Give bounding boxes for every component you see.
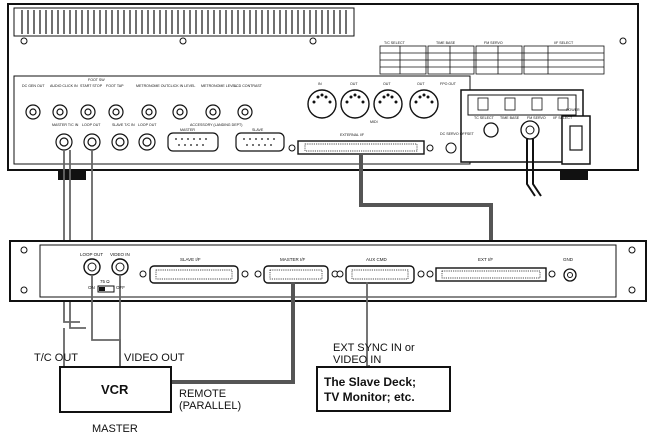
rack-on-label: ON [88,285,95,290]
start-stop-label: START STOP [80,84,103,88]
lcd-contrast-label: LCD CONTRAST [234,84,262,88]
external-if-label: EXTERNAL I/F [340,133,365,137]
external-if-cable [359,154,493,270]
remote-label-line1: REMOTE [179,388,227,400]
slave-deck-label-line2: TV Monitor; etc. [324,390,415,404]
midi-out2-label: OUT [383,82,391,86]
accessory-master-label: MASTER [180,128,195,132]
rack-master-if-label: MASTER I/F [280,257,306,262]
top-tc-select-label: T/C SELECT [384,41,405,45]
top-fm-servo-label: FM SERVO [484,41,503,45]
midi-out3-label: OUT [417,82,425,86]
tc-out-label: T/C OUT [34,352,78,364]
top-if-select-label: I/F SELECT [554,41,574,45]
slave-deck-label-line1: The Slave Deck; [324,375,417,389]
rack-ext-if-label: EXT I/F [478,257,494,262]
recorder-unit [7,3,639,197]
vcr-box: VCR [59,366,172,413]
remote-label-line2: (PARALLEL) [179,400,242,412]
tc-select-sw-label: TC SELECT [474,116,494,120]
metronome-level-label: METRONOME LEVEL [201,84,237,88]
loop-out-label: LOOP OUT [82,123,101,127]
master-label: MASTER [92,423,138,435]
ext-sync-label-line2: VIDEO IN [333,354,382,366]
fm-servo-sw-label: FM SERVO [527,116,546,120]
remote-cable [172,282,295,384]
metronome-out-label: METRONOME OUT [136,84,169,88]
ext-sync-label-line1: EXT SYNC IN or [333,342,415,354]
top-time-base-label: TIME BASE [436,41,456,45]
slave-loop-out-label: LOOP OUT [138,123,157,127]
vcr-box-label: VCR [101,382,129,397]
accessory-slave-label: SLAVE [252,128,264,132]
click-in-level-label: CLICK IN LEVEL [168,84,196,88]
accessory-label: ACCESSORY (LANDING DEPT) [190,123,243,127]
rack-gnd-label: GND [563,257,573,262]
time-base-sw-label: TIME BASE [500,116,520,120]
midi-label: MIDI [370,120,378,124]
master-tc-in-label: MASTER T/C IN [52,123,79,127]
fpo-out-label: FPO OUT [440,82,456,86]
rack-slave-if-label: SLAVE I/F [180,257,201,262]
video-out-label: VIDEO OUT [124,352,185,364]
audio-click-in-label: AUDIO CLICK IN [50,84,78,88]
rack-aux-cmd-label: AUX CMD [366,257,387,262]
dc-gen-out-label: DC GEN OUT [22,84,45,88]
rack-video-in-label: VIDEO IN [110,252,130,257]
rack-75ohm-label: 75 Ω [100,279,110,284]
slave-deck-box: The Slave Deck; TV Monitor; etc. [316,366,451,412]
rack-off-label: OFF [116,285,125,290]
rack-loop-out-label: LOOP OUT [80,252,104,257]
rack-interface-unit [9,240,647,302]
dc-servo-label: DC SERVO OFFSET [440,132,474,136]
midi-out-label: OUT [350,82,358,86]
foot-sw-label: FOOT SW [88,78,105,82]
slave-tc-in-label: SLAVE T/C IN [112,123,135,127]
midi-in-label: IN [318,82,322,86]
foot-tap-label: FOOT TAP [106,84,124,88]
if-select-sw-label: I/F SELECT [553,116,573,120]
power-label: POWER [566,108,580,112]
